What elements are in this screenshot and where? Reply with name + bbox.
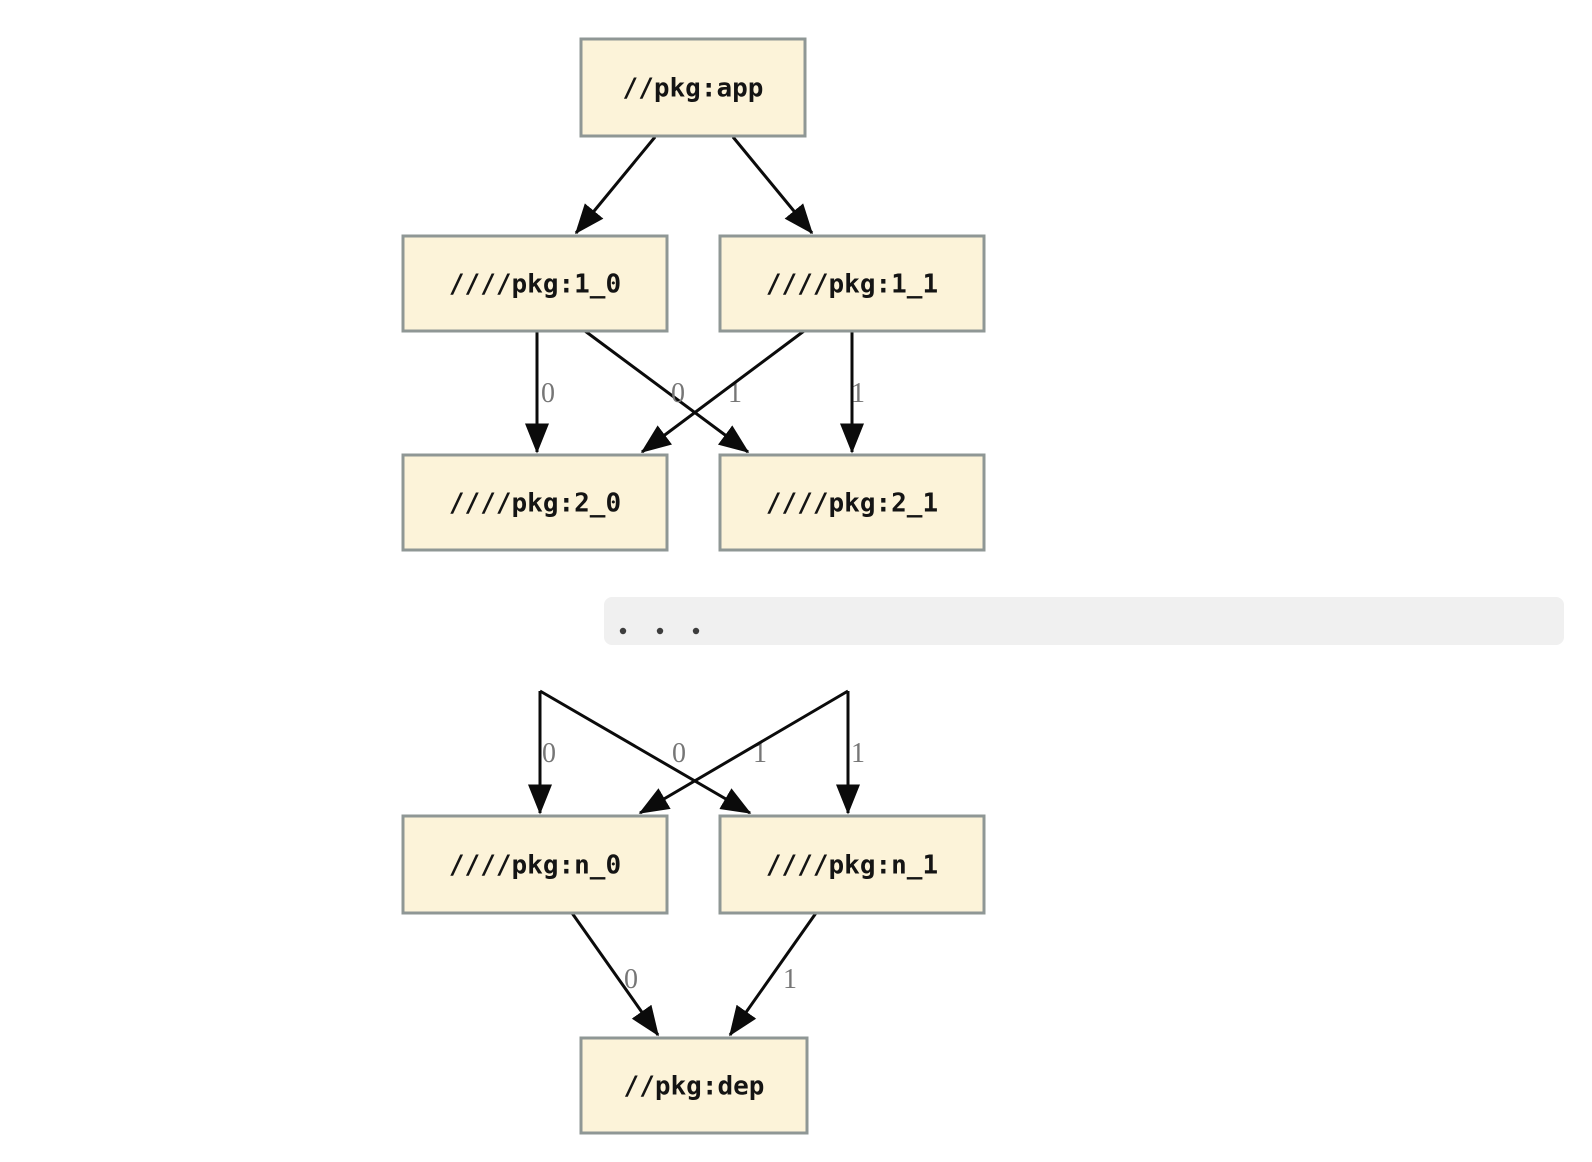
graph-node-box-2-0 bbox=[401, 453, 669, 552]
graph-node-1-1: ////pkg:1_1 bbox=[718, 234, 986, 333]
graph-node-label-2-1: ////pkg:2_1 bbox=[766, 489, 938, 519]
edge-n-0-to-dep bbox=[570, 912, 660, 1037]
edge-label-n-1-to-dep: 1 bbox=[783, 964, 797, 995]
edge-label-1-1-to-2-0: 0 bbox=[671, 378, 685, 409]
ellipsis-dot bbox=[692, 627, 700, 635]
graph-node-box-n-0 bbox=[401, 814, 669, 915]
graph-node-label-1-1: ////pkg:1_1 bbox=[766, 270, 938, 300]
graph-node-box-dep bbox=[579, 1036, 809, 1135]
edge-app-to-1-0 bbox=[574, 136, 657, 235]
ellipsis-dot bbox=[656, 627, 664, 635]
graph-node-box-1-1 bbox=[718, 234, 986, 333]
edge-label-1-1-to-2-1: 1 bbox=[851, 378, 865, 409]
graph-node-box-app bbox=[579, 37, 807, 138]
graph-node-dep: //pkg:dep bbox=[579, 1036, 809, 1135]
edge-n-1-to-dep bbox=[728, 912, 818, 1037]
edge-ellipsis-to-n-0-x bbox=[638, 689, 849, 815]
graph-node-1-0: ////pkg:1_0 bbox=[401, 234, 669, 333]
graph-node-label-n-0: ////pkg:n_0 bbox=[449, 851, 621, 881]
graph-node-label-app: //pkg:app bbox=[623, 74, 764, 104]
graph-node-box-n-1 bbox=[718, 814, 986, 915]
graph-node-n-1: ////pkg:n_1 bbox=[718, 814, 986, 915]
graph-node-2-1: ////pkg:2_1 bbox=[718, 453, 986, 552]
edge-label-ellipsis-to-n-0: 0 bbox=[542, 738, 556, 769]
graph-node-2-0: ////pkg:2_0 bbox=[401, 453, 669, 552]
edge-1-0-to-2-1 bbox=[584, 329, 750, 454]
graph-node-app: //pkg:app bbox=[579, 37, 807, 138]
graph-node-label-2-0: ////pkg:2_0 bbox=[449, 489, 621, 519]
edge-app-to-1-1 bbox=[731, 136, 814, 235]
edge-ellipsis-to-n-1-x bbox=[539, 689, 752, 815]
ellipsis-band bbox=[604, 597, 1564, 645]
graph-node-box-1-0 bbox=[401, 234, 669, 333]
edge-label-ellipsis-to-n-1: 1 bbox=[851, 738, 865, 769]
graph-node-label-1-0: ////pkg:1_0 bbox=[449, 270, 621, 300]
graph-node-label-dep: //pkg:dep bbox=[624, 1072, 765, 1102]
graph-node-label-n-1: ////pkg:n_1 bbox=[766, 851, 938, 881]
graph-node-n-0: ////pkg:n_0 bbox=[401, 814, 669, 915]
ellipsis-dot bbox=[619, 627, 627, 635]
edge-label-n-0-to-dep: 0 bbox=[624, 964, 638, 995]
edge-label-1-0-to-2-0: 0 bbox=[541, 378, 555, 409]
edge-label-ellipsis-to-n-0-x: 0 bbox=[672, 738, 686, 769]
graph-node-box-2-1 bbox=[718, 453, 986, 552]
edge-1-1-to-2-0 bbox=[640, 329, 805, 454]
